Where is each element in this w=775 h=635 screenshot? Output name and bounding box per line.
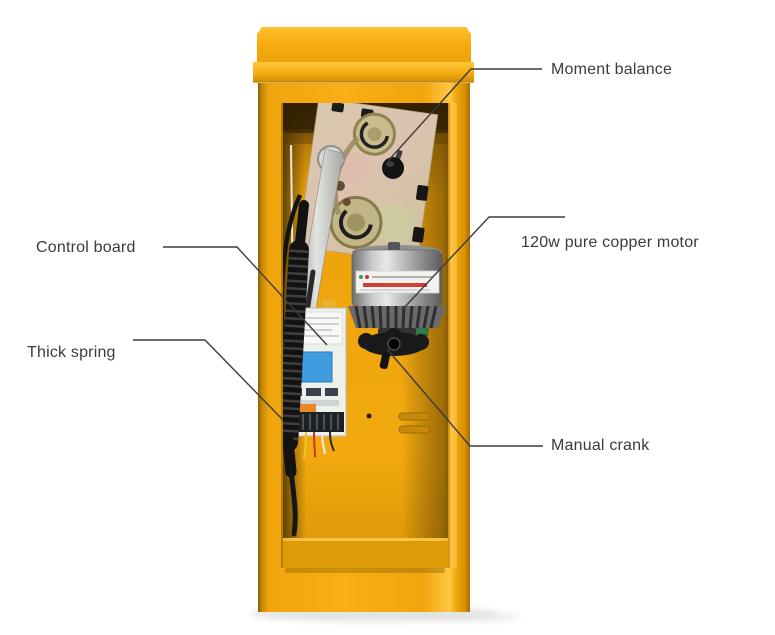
cap-joint-line xyxy=(253,81,474,83)
sill-highlight xyxy=(283,538,448,541)
screw-hole xyxy=(366,413,372,419)
leader-lines xyxy=(133,68,565,447)
cabinet-cap-band xyxy=(253,62,474,82)
frame-right-highlight xyxy=(450,103,457,568)
motor-label xyxy=(355,270,440,294)
vent-slots xyxy=(398,412,431,434)
label-motor: 120w pure copper motor xyxy=(521,234,699,251)
leader-manual-crank xyxy=(386,348,543,447)
cabinet-cap-top xyxy=(257,27,471,62)
moment-balance-mechanism xyxy=(297,103,439,273)
leader-moment-balance xyxy=(387,68,542,162)
manual-crank xyxy=(358,328,429,370)
adjust-knob xyxy=(382,149,404,179)
thick-spring xyxy=(283,200,309,537)
label-moment-balance: Moment balance xyxy=(551,61,673,78)
bottom-recess-shadow xyxy=(285,568,445,573)
leader-motor xyxy=(401,216,565,311)
connector-orange xyxy=(296,404,316,414)
label-control-board: Control board xyxy=(36,239,136,256)
relay-block xyxy=(301,351,333,383)
motor xyxy=(348,242,446,336)
sill-floor xyxy=(283,541,448,568)
label-thick-spring: Thick spring xyxy=(27,344,116,361)
leader-thick-spring xyxy=(133,339,284,421)
label-manual-crank: Manual crank xyxy=(551,437,650,454)
frame-left-edge xyxy=(281,103,283,568)
frame-right-edge xyxy=(448,103,450,568)
motor-fins xyxy=(348,305,446,329)
black-cable xyxy=(283,194,303,343)
leader-control-board xyxy=(163,246,328,346)
